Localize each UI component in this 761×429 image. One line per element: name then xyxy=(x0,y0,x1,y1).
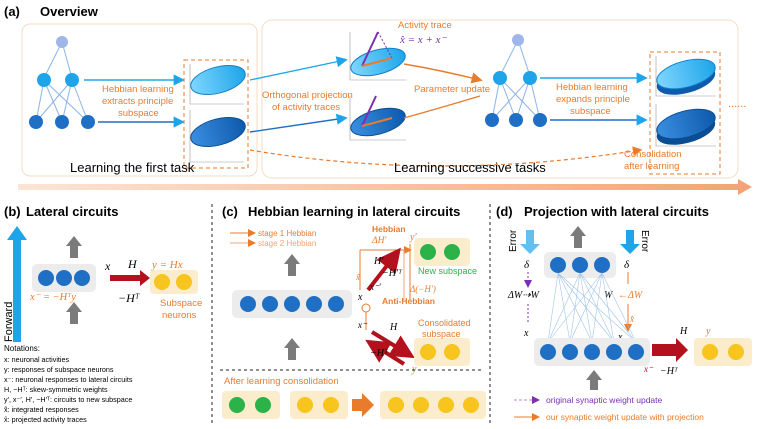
notations-title: Notations: xyxy=(4,344,40,353)
consolidation-text: Consolidation after learning xyxy=(624,149,684,172)
stage1-label: stage 1 Hebbian xyxy=(258,229,316,238)
activity-trace-label: Activity trace xyxy=(398,20,452,31)
forward-arrow-shaft xyxy=(13,238,21,342)
first-task-box xyxy=(21,23,258,177)
lateral-title: Lateral circuits xyxy=(26,204,119,219)
dense-connections xyxy=(547,272,637,343)
x-left: x xyxy=(523,328,529,339)
consolidated-label: Consolidated subspace xyxy=(418,318,473,339)
anti-hebbian-label: Anti-Hebbian xyxy=(382,296,435,306)
error-label-right: Error xyxy=(639,230,650,253)
merged-subspace-box xyxy=(380,391,486,419)
minus-HT-label: −Hᵀ xyxy=(118,291,140,305)
subspace-disc-dark xyxy=(190,117,246,147)
first-task-label: Learning the first task xyxy=(70,160,195,175)
x-minus-label-c: x⁻ xyxy=(357,320,368,330)
H-prime-label: H′ xyxy=(373,256,384,267)
up-arrow-bottom xyxy=(66,302,82,324)
lateral-panel: (b) Lateral circuits Forward x H y = Hx … xyxy=(3,204,205,424)
delta-minus-H-prime: Δ(−H′) xyxy=(409,284,436,294)
H-label-c: H xyxy=(389,322,398,333)
orth-proj-text: Orthogonal projection of activity traces xyxy=(262,90,355,113)
H-arrow-d xyxy=(652,338,688,362)
subspace-neurons-label: Subspace neurons xyxy=(160,298,205,321)
first-subspace-box xyxy=(183,59,249,169)
stage2-label: stage 2 Hebbian xyxy=(258,239,316,248)
hebbian-title: Hebbian learning in lateral circuits xyxy=(248,204,460,219)
projection-discs xyxy=(349,31,406,141)
x-tilde-label-c: x̃ xyxy=(355,272,361,282)
H-arrow xyxy=(110,270,150,286)
xminus-equation: x⁻ = −Hᵀy xyxy=(29,292,76,303)
projection-title: Projection with lateral circuits xyxy=(524,204,709,219)
hebbian-panel-label: (c) xyxy=(222,204,238,219)
forward-label: Forward xyxy=(3,302,15,342)
error-arrow-right xyxy=(620,230,640,254)
x-minus-prime-label: x⁻′ xyxy=(369,282,382,292)
delta-H-prime: ΔH′ xyxy=(371,236,387,246)
overview-panel: Hebbian learning extracts principle subs… xyxy=(4,4,752,195)
y-prime-label: y′ xyxy=(409,232,417,243)
hebbian-label: Hebbian xyxy=(372,224,406,234)
minus-HT-d: −Hᵀ xyxy=(660,366,679,377)
new-subspace-label: New subspace xyxy=(418,266,477,276)
hebb-expand-text: Hebbian learning expands principle subsp… xyxy=(556,82,633,117)
after-consolidation-label: After learning consolidation xyxy=(224,376,339,387)
x-label: x xyxy=(104,259,111,273)
dW-left: ΔW⇢W xyxy=(507,290,541,301)
x-label-c: x xyxy=(357,292,363,303)
trace-equation: x̂ = x + x⁻ xyxy=(399,34,447,46)
x-minus-d: x⁻ xyxy=(643,364,654,374)
dW-right: ←ΔW xyxy=(618,290,644,301)
minus-H-prime-T-label: −H′ᵀ xyxy=(382,268,403,279)
delta-right: δ xyxy=(624,259,630,271)
progress-arrow-head xyxy=(738,179,752,195)
successive-task-box xyxy=(261,19,739,179)
param-update-label: Parameter update xyxy=(414,84,490,95)
lateral-panel-label: (b) xyxy=(4,204,21,219)
ellipsis: ...... xyxy=(728,98,746,110)
W-right: W xyxy=(604,290,614,301)
y-label-d: y xyxy=(705,326,711,337)
hebbian-panel: (c) Hebbian learning in lateral circuits… xyxy=(220,204,486,419)
x-hat-label: x̂ xyxy=(629,314,634,324)
overview-title: Overview xyxy=(40,4,99,19)
projection-panel: (d) Projection with lateral circuits Err… xyxy=(496,204,752,422)
overview-panel-label: (a) xyxy=(4,4,20,19)
subspace-disc-light xyxy=(190,65,246,95)
delta-left: δ xyxy=(524,259,530,271)
error-label-left: Error xyxy=(508,229,519,252)
expanded-subspace-box xyxy=(649,51,721,175)
x-right: x xyxy=(617,332,623,343)
H-label: H xyxy=(127,257,138,271)
legend-original: original synaptic weight update xyxy=(546,395,663,405)
notations-list: x: neuronal activities y: responses of s… xyxy=(4,355,135,424)
minus-HT-label-c: −Hᵀ xyxy=(370,348,389,359)
progress-bar xyxy=(18,184,740,190)
network-successive xyxy=(485,34,547,127)
projection-panel-label: (d) xyxy=(496,204,513,219)
legend-ours: our synaptic weight update with projecti… xyxy=(546,412,704,422)
merge-arrow xyxy=(352,393,374,417)
forward-arrow-head xyxy=(7,226,27,240)
successive-task-label: Learning successive tasks xyxy=(394,160,546,175)
error-arrow-left xyxy=(520,230,540,254)
H-label-d: H xyxy=(679,326,688,337)
hebb-extract-text: Hebbian learning extracts principle subs… xyxy=(102,84,176,119)
network-first-task xyxy=(29,36,95,129)
y-equation: y = Hx xyxy=(151,259,183,271)
up-arrow-top xyxy=(66,236,82,258)
